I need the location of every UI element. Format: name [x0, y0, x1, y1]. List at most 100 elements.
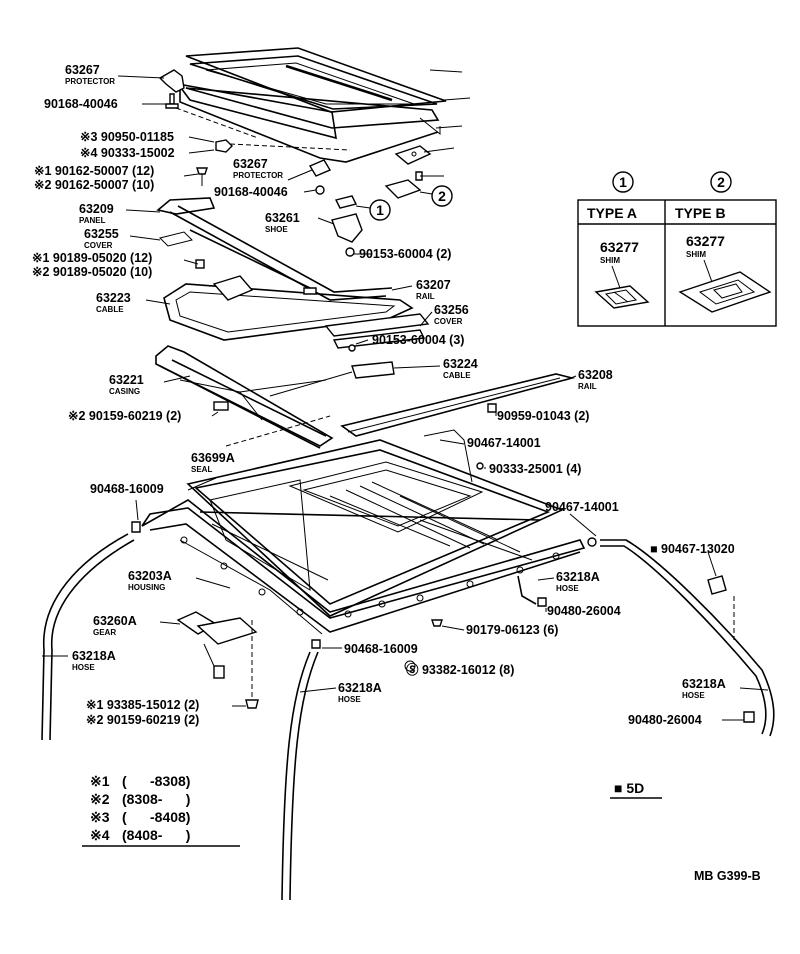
type-b-title: TYPE B	[675, 205, 726, 221]
label-l901596b: ※2 90159-60219 (2)	[86, 713, 199, 727]
note-mark: ※3	[90, 809, 110, 825]
label-l901621: ※1 90162-50007 (12)	[34, 164, 154, 178]
label-l904802b: 90480-26004	[628, 713, 702, 727]
glass-panel-assembly	[176, 47, 447, 163]
part-name: HOSE	[682, 691, 705, 700]
label-l904681b: 90468-16009	[344, 642, 418, 656]
shim-type-box: 1 2 TYPE A TYPE B 63277 SHIM 63277 SHIM	[577, 171, 777, 327]
section-ref-text: ■ 5D	[614, 780, 644, 796]
part-number: 63261	[265, 211, 300, 225]
label-l901684a: 90168-40046	[44, 97, 118, 111]
part-name: CASING	[109, 387, 140, 396]
part-name: RAIL	[578, 382, 597, 391]
part-name: COVER	[84, 241, 113, 250]
part-number: 63256	[434, 303, 469, 317]
protector-clip	[158, 69, 185, 93]
part-number: 63203A	[128, 569, 172, 583]
marker-1-text: 1	[376, 202, 384, 218]
housing-holes	[180, 536, 560, 618]
marker-1: 1	[355, 199, 391, 221]
shim-a-drawing	[594, 265, 650, 309]
leader-lines	[42, 69, 769, 721]
part-number: 63223	[96, 291, 131, 305]
hose-clip-top	[423, 429, 484, 483]
part-number: 63224	[443, 357, 478, 371]
part-number: 90468-16009	[90, 482, 164, 496]
shoe-part	[331, 213, 363, 257]
label-l933821: Ⓢ 93382-16012 (8)	[406, 662, 514, 677]
part-number: 63699A	[191, 451, 235, 465]
label-l901790: 90179-06123 (6)	[466, 623, 558, 637]
label-l904802a: 90480-26004	[547, 604, 621, 618]
label-l904671a: 90467-14001	[467, 436, 541, 450]
part-number: 63218A	[338, 681, 382, 695]
note-mark: ※2	[90, 791, 110, 807]
part-number: 90333-25001 (4)	[489, 462, 581, 476]
marker-2: 2	[419, 185, 453, 207]
part-name: PANEL	[79, 216, 106, 225]
type-a-marker: 1	[619, 174, 627, 190]
part-number: 90480-26004	[628, 713, 702, 727]
part-number: ※1 90189-05020 (12)	[32, 251, 152, 265]
drain-hose-right	[587, 537, 775, 737]
part-number: ※2 90162-50007 (10)	[34, 178, 154, 192]
type-b-marker: 2	[717, 174, 725, 190]
note-range: (8408- )	[122, 827, 190, 843]
cable-part-63224	[269, 361, 395, 397]
date-notes: ※1( -8308)※2(8308- )※3( -8408)※4(8408- )	[90, 773, 190, 843]
part-name: PROTECTOR	[233, 171, 283, 180]
part-number: 63267	[65, 63, 100, 77]
type-b-name: SHIM	[686, 250, 706, 259]
screw-left	[196, 167, 208, 186]
part-number: ※4 90333-15002	[80, 146, 175, 160]
drain-hose-short	[517, 575, 547, 607]
label-l933851: ※1 93385-15012 (2)	[86, 698, 199, 712]
label-l901596a: ※2 90159-60219 (2)	[68, 409, 181, 423]
part-number: ※2 90159-60219 (2)	[68, 409, 181, 423]
part-number: ■ 90467-13020	[650, 542, 735, 556]
label-l901892: ※2 90189-05020 (10)	[32, 265, 152, 279]
part-number: 90959-01043 (2)	[497, 409, 589, 423]
note-range: (8308- )	[122, 791, 190, 807]
note-mark: ※1	[90, 773, 110, 789]
part-number: 63260A	[93, 614, 137, 628]
label-l904671c: ■ 90467-13020	[650, 542, 735, 556]
label-l903331: ※4 90333-15002	[80, 146, 175, 160]
label-l903332: 90333-25001 (4)	[489, 462, 581, 476]
cable-frame	[163, 275, 414, 341]
part-number: ※1 93385-15012 (2)	[86, 698, 199, 712]
nut-top	[215, 139, 233, 153]
housing-frame	[141, 439, 586, 635]
part-number: 63255	[84, 227, 119, 241]
part-name: HOSE	[556, 584, 579, 593]
part-number: 63207	[416, 278, 451, 292]
type-a-part: 63277	[600, 239, 639, 255]
section-reference: ■ 5D	[610, 780, 662, 799]
type-a-name: SHIM	[600, 256, 620, 265]
gear-motor	[176, 611, 259, 709]
part-number: 63218A	[556, 570, 600, 584]
part-name: GEAR	[93, 628, 116, 637]
part-name: PROTECTOR	[65, 77, 115, 86]
label-l901891: ※1 90189-05020 (12)	[32, 251, 152, 265]
part-name: RAIL	[416, 292, 435, 301]
part-number: ※3 90950-01185	[80, 130, 174, 144]
part-name: COVER	[434, 317, 463, 326]
part-number: 90467-14001	[545, 500, 619, 514]
rail-63208	[340, 373, 576, 437]
note-mark: ※4	[90, 827, 110, 843]
part-number: 63221	[109, 373, 144, 387]
part-number: 90480-26004	[547, 604, 621, 618]
